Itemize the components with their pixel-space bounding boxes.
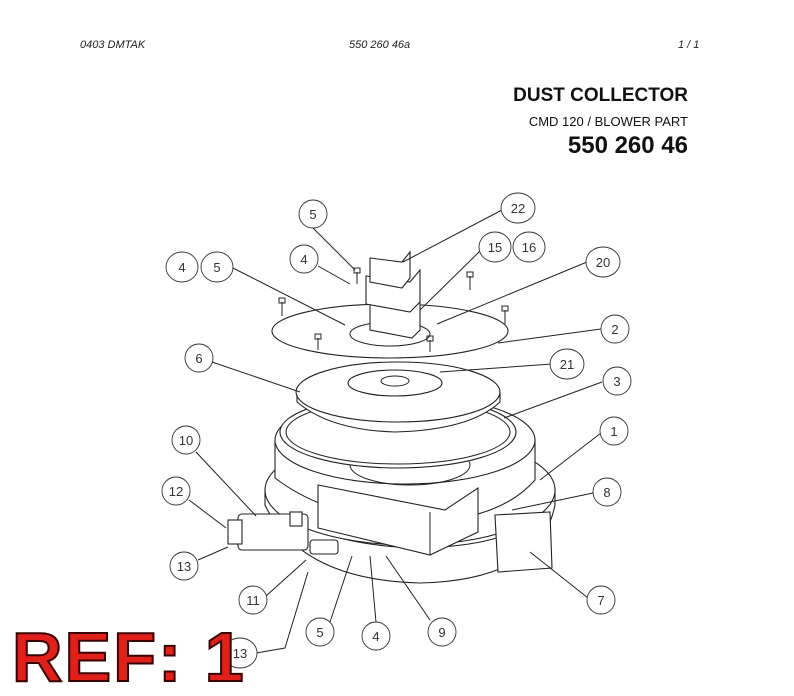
callout-13-bottom: 13 bbox=[222, 637, 258, 669]
callout-3: 3 bbox=[602, 366, 632, 396]
callout-8: 8 bbox=[592, 477, 622, 507]
document-title: DUST COLLECTOR bbox=[513, 85, 688, 106]
callout-22: 22 bbox=[500, 192, 536, 224]
svg-text:6: 6 bbox=[195, 351, 202, 366]
callout-16: 16 bbox=[512, 231, 546, 263]
callout-bubbles: 5 22 4 5 4 15 16 20 2 6 21 3 1 10 8 12 1… bbox=[161, 192, 632, 669]
svg-text:4: 4 bbox=[300, 252, 307, 267]
svg-text:4: 4 bbox=[178, 260, 185, 275]
callout-20: 20 bbox=[585, 246, 621, 278]
top-motor-cap bbox=[369, 250, 411, 289]
svg-text:8: 8 bbox=[603, 485, 610, 500]
document-subtitle: CMD 120 / BLOWER PART bbox=[528, 114, 688, 129]
callout-9: 9 bbox=[427, 617, 457, 647]
svg-text:10: 10 bbox=[179, 433, 193, 448]
callout-10: 10 bbox=[171, 425, 201, 455]
callout-6: 6 bbox=[184, 343, 214, 373]
callout-15: 15 bbox=[478, 231, 512, 263]
svg-text:11: 11 bbox=[246, 593, 260, 608]
svg-text:16: 16 bbox=[522, 240, 536, 255]
callout-5-left: 5 bbox=[200, 251, 234, 283]
svg-text:9: 9 bbox=[438, 625, 445, 640]
side-box bbox=[317, 484, 479, 556]
svg-text:2: 2 bbox=[611, 322, 618, 337]
callout-5-bottom: 5 bbox=[305, 617, 335, 647]
callout-13-left: 13 bbox=[169, 551, 199, 581]
callout-4-bottom: 4 bbox=[361, 621, 391, 651]
ref-label: REF: 1 bbox=[11, 618, 246, 696]
svg-text:22: 22 bbox=[511, 201, 525, 216]
svg-text:5: 5 bbox=[316, 625, 323, 640]
svg-text:15: 15 bbox=[488, 240, 502, 255]
callout-12: 12 bbox=[161, 476, 191, 506]
header-drawing-number: 550 260 46a bbox=[349, 39, 411, 51]
svg-text:12: 12 bbox=[169, 484, 183, 499]
header-page-number: 1 / 1 bbox=[678, 39, 700, 51]
callout-2: 2 bbox=[600, 314, 630, 344]
callout-4-upper: 4 bbox=[289, 244, 319, 274]
svg-text:4: 4 bbox=[372, 629, 379, 644]
svg-text:13: 13 bbox=[177, 559, 191, 574]
document-part-number: 550 260 46 bbox=[567, 132, 688, 159]
callout-1: 1 bbox=[599, 416, 629, 446]
svg-text:1: 1 bbox=[610, 424, 617, 439]
callout-7: 7 bbox=[586, 585, 616, 615]
svg-text:3: 3 bbox=[613, 374, 620, 389]
svg-text:20: 20 bbox=[596, 255, 610, 270]
motor-shaft bbox=[309, 539, 339, 555]
valve-block bbox=[289, 511, 303, 527]
svg-text:21: 21 bbox=[560, 357, 574, 372]
fan-hub bbox=[347, 369, 443, 397]
motor-end bbox=[227, 519, 243, 545]
svg-text:13: 13 bbox=[233, 646, 247, 661]
header-doc-code: 0403 DMTAK bbox=[80, 39, 146, 51]
callout-4-left: 4 bbox=[165, 251, 199, 283]
bolts bbox=[278, 267, 509, 352]
callout-21: 21 bbox=[549, 348, 585, 380]
drawing-parts bbox=[227, 250, 556, 584]
svg-text:7: 7 bbox=[597, 593, 604, 608]
mounting-bracket bbox=[494, 511, 553, 573]
callout-5-top: 5 bbox=[298, 199, 328, 229]
svg-text:5: 5 bbox=[213, 260, 220, 275]
svg-text:5: 5 bbox=[309, 207, 316, 222]
callout-11: 11 bbox=[238, 585, 268, 615]
leader-lines bbox=[188, 209, 603, 654]
